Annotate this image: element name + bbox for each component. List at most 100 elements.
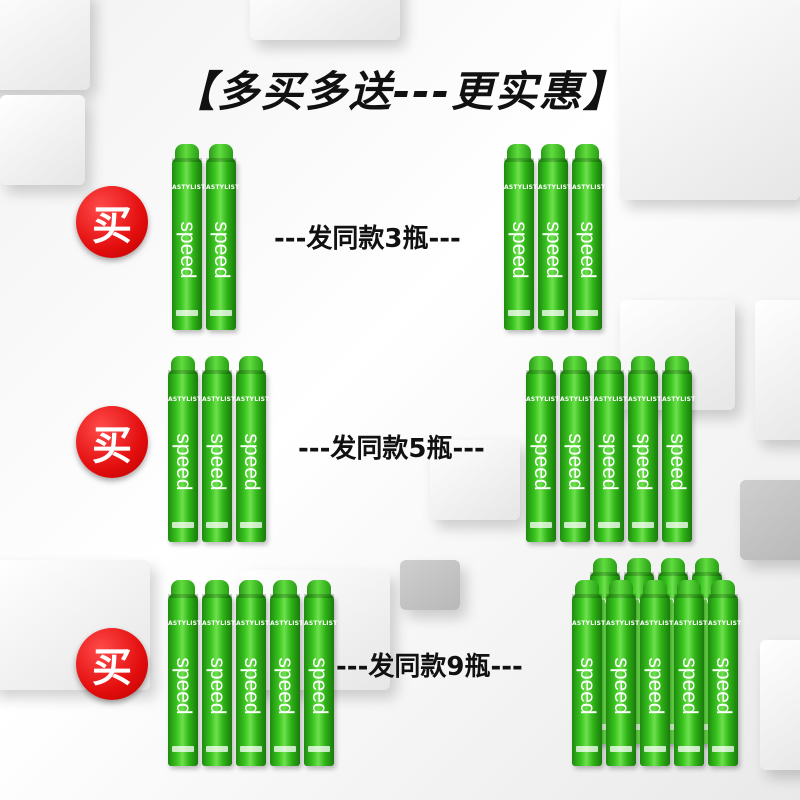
bottle-brand: ASTYLIST <box>168 620 202 627</box>
bottle-brand: ASTYLIST <box>504 184 538 191</box>
bottle-brand: ASTYLIST <box>708 620 742 627</box>
spray-bottle: ASTYLIST speed <box>168 356 202 542</box>
background-tile <box>400 560 460 610</box>
spray-bottle: ASTYLIST speed <box>572 144 606 330</box>
bottle-speed-text: speed <box>308 657 331 715</box>
bottle-label <box>206 746 228 752</box>
bottle-label <box>632 522 654 528</box>
bottle-speed-text: speed <box>210 221 233 279</box>
bottle-label <box>530 522 552 528</box>
bottle-speed-text: speed <box>644 657 667 715</box>
bottle-brand: ASTYLIST <box>236 620 270 627</box>
spray-bottle: ASTYLIST speed <box>594 356 628 542</box>
bottle-speed-text: speed <box>666 433 689 491</box>
bottle-label <box>240 746 262 752</box>
bottle-brand: ASTYLIST <box>628 396 662 403</box>
spray-bottle: ASTYLIST speed <box>640 580 674 766</box>
bottle-label <box>576 310 598 316</box>
background-tile <box>0 0 90 90</box>
bottle-label <box>576 746 598 752</box>
bottle-brand: ASTYLIST <box>270 620 304 627</box>
bottle-brand: ASTYLIST <box>606 620 640 627</box>
buy-badge: 买 <box>76 406 148 478</box>
bottle-label <box>172 746 194 752</box>
bottle-label <box>308 746 330 752</box>
bottle-speed-text: speed <box>172 433 195 491</box>
background-tile <box>740 480 800 560</box>
bottle-label <box>628 724 650 730</box>
spray-bottle: ASTYLIST speed <box>206 144 240 330</box>
spray-bottle: ASTYLIST speed <box>236 580 270 766</box>
spray-bottle: ASTYLIST speed <box>168 580 202 766</box>
buy-bottles: ASTYLIST speed ASTYLIST speed <box>172 144 240 330</box>
bottle-speed-text: speed <box>576 221 599 279</box>
bottle-brand: ASTYLIST <box>674 620 708 627</box>
bottle-brand: ASTYLIST <box>304 620 338 627</box>
bottle-brand: ASTYLIST <box>202 620 236 627</box>
bottle-speed-text: speed <box>176 221 199 279</box>
bottle-label <box>666 522 688 528</box>
spray-bottle: ASTYLIST speed <box>202 356 236 542</box>
background-tile <box>0 95 85 185</box>
spray-bottle: ASTYLIST speed <box>560 356 594 542</box>
bottle-speed-text: speed <box>530 433 553 491</box>
buy-badge: 买 <box>76 186 148 258</box>
bottle-brand: ASTYLIST <box>640 620 674 627</box>
spray-bottle: ASTYLIST speed <box>304 580 338 766</box>
buy-bottles: ASTYLIST speed ASTYLIST speed ASTYLIST spee… <box>168 356 270 542</box>
bottle-speed-text: speed <box>172 657 195 715</box>
bottle-label <box>206 522 228 528</box>
bottle-speed-text: speed <box>240 433 263 491</box>
bottle-label <box>610 746 632 752</box>
spray-bottle: ASTYLIST speed <box>236 356 270 542</box>
bottle-speed-text: speed <box>564 433 587 491</box>
bottle-brand: ASTYLIST <box>206 184 240 191</box>
offer-text: ---发同款5瓶--- <box>298 434 485 464</box>
bottle-label <box>564 522 586 528</box>
bottle-speed-text: speed <box>206 657 229 715</box>
bottle-speed-text: speed <box>274 657 297 715</box>
background-tile <box>755 300 800 440</box>
bottle-speed-text: speed <box>240 657 263 715</box>
spray-bottle: ASTYLIST speed <box>172 144 206 330</box>
bottle-brand: ASTYLIST <box>172 184 206 191</box>
offer-text: ---发同款9瓶--- <box>336 652 523 682</box>
bottle-label <box>712 746 734 752</box>
buy-bottles: ASTYLIST speed ASTYLIST speed ASTYLIST spee… <box>168 580 338 766</box>
bottle-speed-text: speed <box>206 433 229 491</box>
gift-bottles: ASTYLIST speed ASTYLIST speed ASTYLIST spee… <box>526 356 695 542</box>
background-tile <box>620 0 800 200</box>
buy-badge: 买 <box>76 628 148 700</box>
bottle-label <box>210 310 232 316</box>
bottle-brand: ASTYLIST <box>202 396 236 403</box>
background-tile <box>250 0 400 40</box>
bottle-label <box>644 746 666 752</box>
bottle-label <box>696 724 718 730</box>
bottle-speed-text: speed <box>542 221 565 279</box>
bottle-label <box>662 724 684 730</box>
spray-bottle: ASTYLIST speed <box>504 144 538 330</box>
bottle-brand: ASTYLIST <box>572 620 606 627</box>
bottle-brand: ASTYLIST <box>572 184 606 191</box>
bottle-label <box>172 522 194 528</box>
bottle-label <box>240 522 262 528</box>
bottle-brand: ASTYLIST <box>560 396 594 403</box>
bottle-label <box>594 724 616 730</box>
bottle-label <box>508 310 530 316</box>
bottle-speed-text: speed <box>598 433 621 491</box>
bottle-brand: ASTYLIST <box>594 396 628 403</box>
bottle-brand: ASTYLIST <box>236 396 270 403</box>
background-tile <box>760 640 800 770</box>
bottle-speed-text: speed <box>508 221 531 279</box>
bottle-brand: ASTYLIST <box>168 396 202 403</box>
bottle-label <box>274 746 296 752</box>
